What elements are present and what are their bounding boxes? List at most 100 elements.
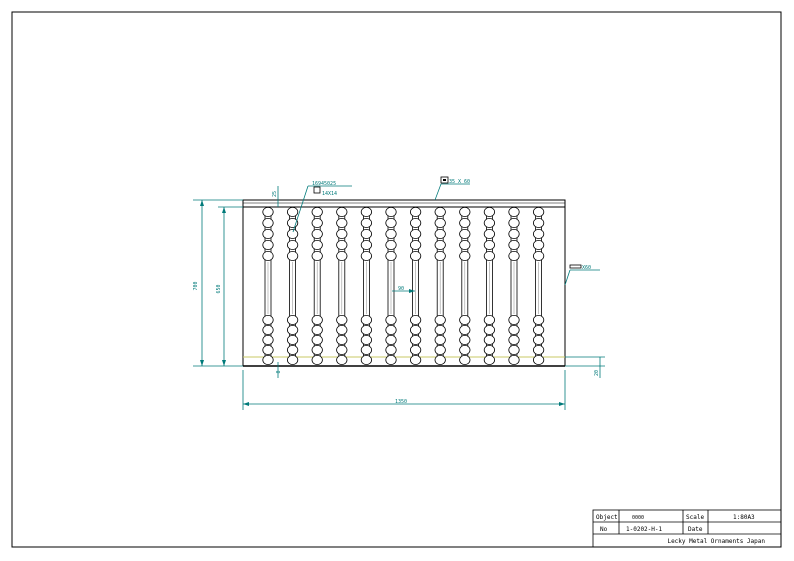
baluster-bulb (434, 324, 446, 335)
baluster-bulb (459, 217, 471, 228)
baluster-bulb (286, 239, 299, 250)
inner-height-label: 650 (216, 284, 222, 293)
baluster-bulb (262, 334, 274, 345)
arrow (200, 200, 204, 206)
baluster-bulb (360, 217, 372, 228)
baluster-bulb (311, 344, 323, 355)
baluster-bulb (409, 324, 422, 335)
baluster-bulb (483, 324, 495, 335)
company-name: Lecky Metal Ornaments Japan (667, 538, 765, 545)
baluster-bulb (385, 324, 397, 335)
baluster-bulb (385, 228, 397, 239)
arrow (409, 289, 415, 293)
baluster-bulb (434, 206, 446, 217)
baluster-bulb (434, 334, 446, 345)
baluster-bulb (385, 354, 397, 365)
baluster-bulb (483, 228, 495, 239)
scale-label: Scale (686, 514, 704, 521)
arrow (222, 207, 226, 213)
baluster-bulb (459, 334, 471, 345)
baluster-bulb (360, 334, 372, 345)
baluster-bulb (508, 228, 520, 239)
baluster-bulb (311, 334, 323, 345)
baluster-bulb (262, 206, 274, 217)
baluster (459, 206, 471, 365)
baluster (385, 206, 397, 365)
baluster-bulb (360, 239, 372, 250)
baluster-bulb (532, 344, 545, 355)
baluster-bulb (311, 217, 323, 228)
foot-label: 20 (594, 370, 600, 376)
baluster-bulb (532, 217, 545, 228)
baluster-bulb (459, 354, 471, 365)
baluster-bulb (483, 217, 495, 228)
baluster-bulb (385, 250, 397, 261)
baluster-bulb (286, 324, 299, 335)
leader-top-rail (434, 183, 442, 201)
baluster-bulb (483, 334, 495, 345)
railing (242, 199, 566, 367)
baluster-bulb (336, 206, 348, 217)
baluster-bulb (336, 344, 348, 355)
baluster-bulb (262, 354, 274, 365)
baluster-bulb (434, 250, 446, 261)
baluster-bulb (286, 334, 299, 345)
baluster (409, 206, 422, 365)
baluster-bulb (434, 354, 446, 365)
baluster-bulb (385, 344, 397, 355)
baluster-bulb (360, 228, 372, 239)
baluster-bulb (311, 250, 323, 261)
baluster (311, 206, 323, 365)
baluster-bulb (385, 314, 397, 325)
baluster-bulb (336, 239, 348, 250)
top-rail-label: 35 X 60 (449, 179, 470, 185)
baluster-bulb (286, 206, 299, 217)
baluster-bulb (459, 228, 471, 239)
baluster (434, 206, 446, 365)
baluster-bulb (409, 206, 422, 217)
baluster-bulb (459, 314, 471, 325)
baluster-bulb (262, 228, 274, 239)
baluster-bulb (262, 324, 274, 335)
baluster-bulb (508, 206, 520, 217)
baluster-section-symbol (313, 186, 321, 194)
arrow (559, 402, 565, 406)
baluster-bulb (532, 228, 545, 239)
baluster-bulb (360, 354, 372, 365)
rail-thickness-label: 25 (272, 191, 278, 197)
baluster-bulb (311, 228, 323, 239)
baluster-bulb (459, 324, 471, 335)
post-label: X60 (582, 265, 591, 271)
baluster-bulb (483, 314, 495, 325)
baluster (336, 206, 348, 365)
baluster-bulb (262, 344, 274, 355)
baluster (532, 206, 545, 365)
total-height-label: 700 (193, 281, 199, 290)
baluster-bulb (532, 324, 545, 335)
baluster-bulb (508, 217, 520, 228)
baluster-bulb (262, 239, 274, 250)
dimensions (193, 183, 605, 410)
baluster-bulb (336, 217, 348, 228)
baluster-bulb (508, 334, 520, 345)
baluster-bulb (434, 217, 446, 228)
total-width-label: 1350 (395, 399, 407, 405)
baluster-bulb (286, 354, 299, 365)
baluster-bulb (459, 344, 471, 355)
arrow (243, 402, 249, 406)
baluster-bulb (532, 206, 545, 217)
baluster-bulb (385, 239, 397, 250)
baluster-bulb (532, 250, 545, 261)
baluster-bulb (409, 250, 422, 261)
baluster-bulb (483, 206, 495, 217)
baluster-bulb (483, 344, 495, 355)
title-block-text: Object 0000 Scale 1:80A3 No 1-0202-H-1 D… (596, 514, 765, 545)
baluster-bulb (434, 239, 446, 250)
baluster-bulb (508, 239, 520, 250)
baluster-bulb (262, 217, 274, 228)
top-rail (242, 199, 566, 208)
arrow (222, 360, 226, 366)
baluster-bulb (360, 250, 372, 261)
baluster-bulb (385, 206, 397, 217)
